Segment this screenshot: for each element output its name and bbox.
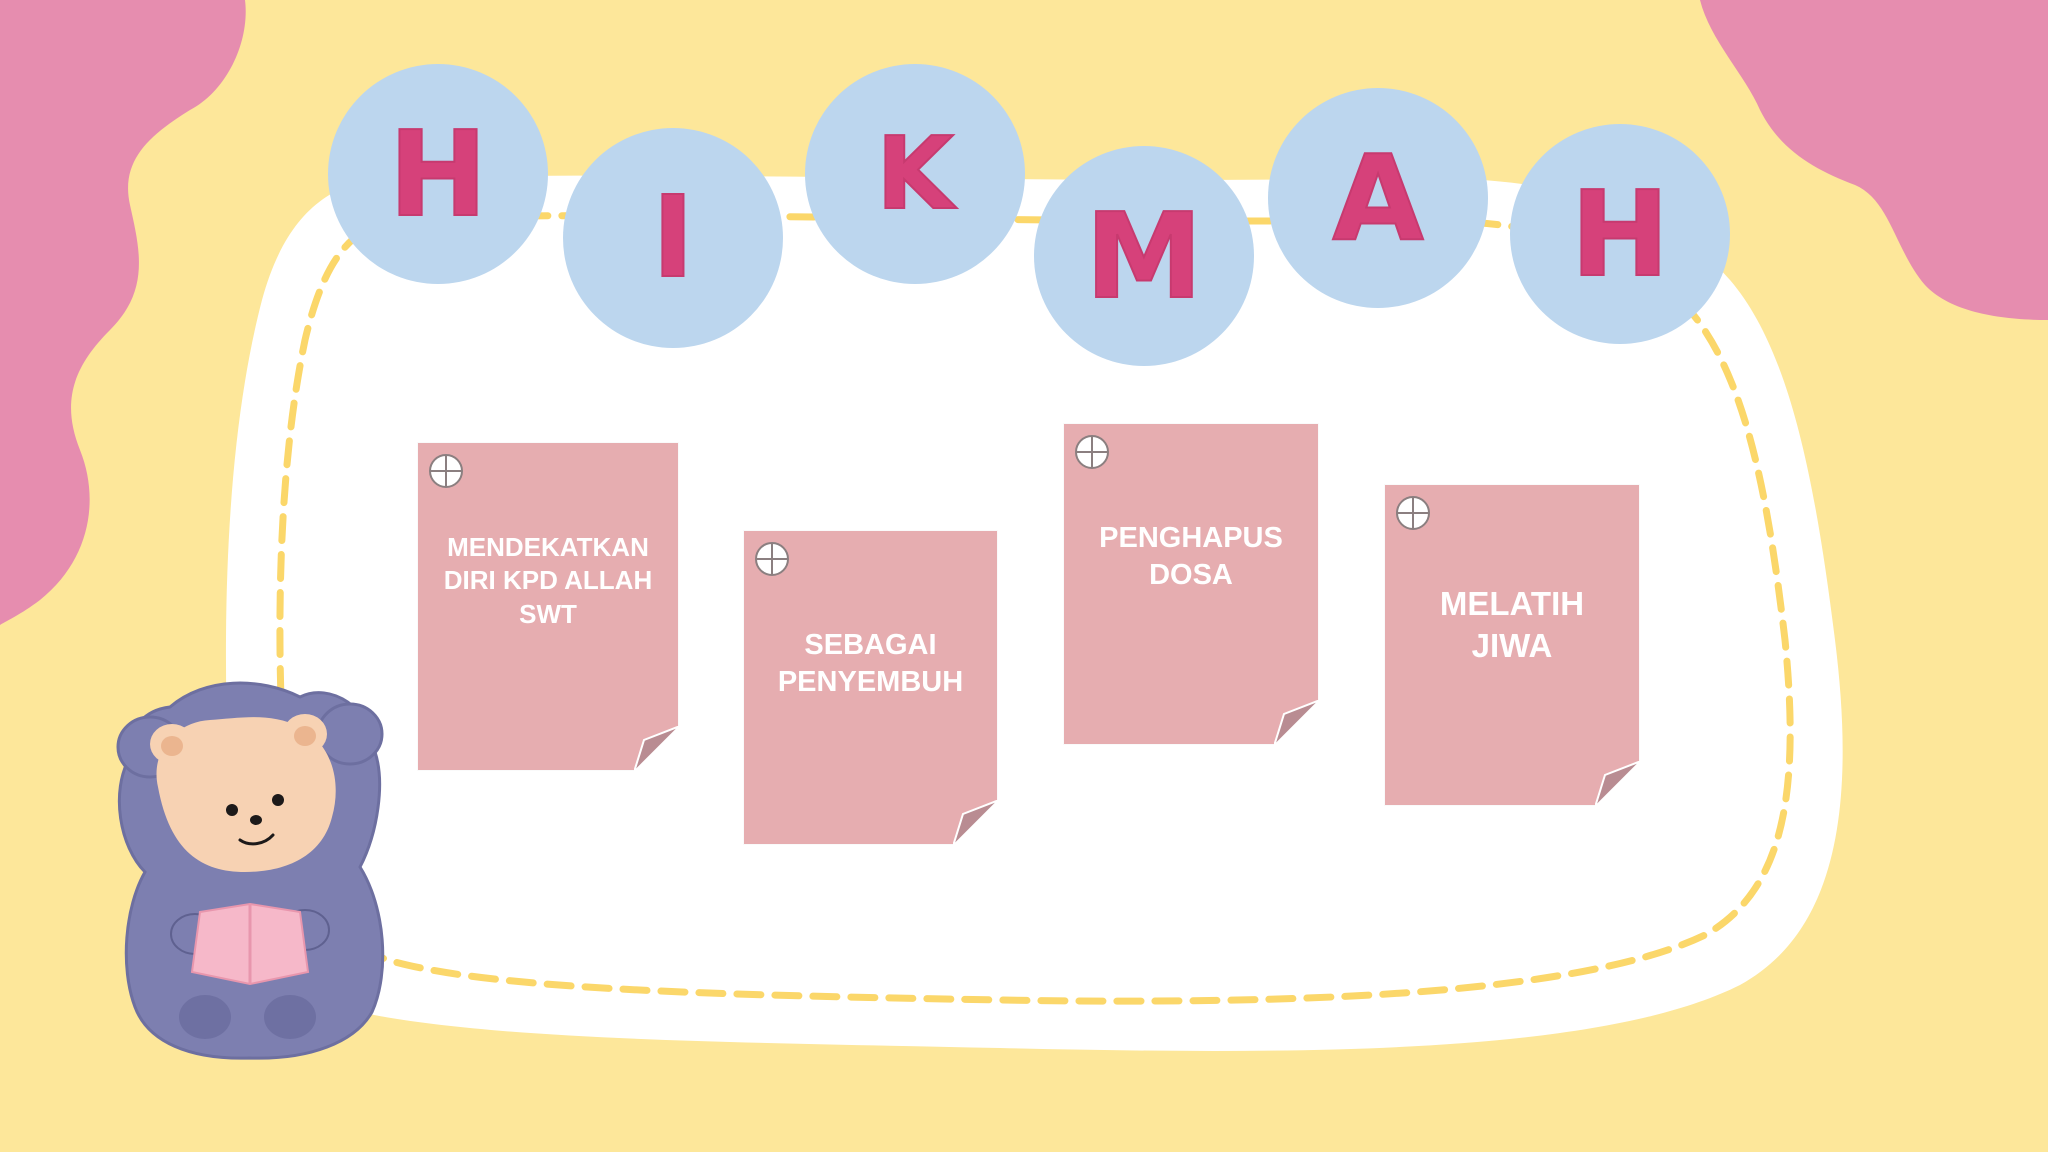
note-text: MELATIH JIWA: [1439, 585, 1585, 665]
title-letter: I: [651, 173, 695, 303]
bear-face: [156, 717, 336, 872]
bear-reading-illustration: [116, 681, 385, 1060]
note-text: PENGHAPUS DOSA: [1099, 522, 1283, 592]
title-letter: K: [875, 115, 954, 232]
pink-blob-left: [0, 0, 246, 625]
title-letter: H: [388, 105, 489, 243]
page-curl-icon: [953, 800, 999, 846]
page-curl-icon: [1274, 700, 1320, 746]
title-bubble: A: [1268, 88, 1488, 308]
title-letter: H: [1570, 165, 1671, 303]
pink-blob-right: [1700, 0, 2048, 320]
note-text: SEBAGAI PENYEMBUH: [777, 629, 964, 699]
pushpin-icon: [755, 542, 789, 576]
title-bubble: H: [328, 64, 548, 284]
pushpin-icon: [429, 454, 463, 488]
page-curl-icon: [634, 726, 680, 772]
title-bubble: M: [1034, 146, 1254, 366]
sticky-note-1: MENDEKATKAN DIRI KPD ALLAH SWT: [418, 443, 680, 772]
pushpin-icon: [1396, 496, 1430, 530]
pushpin-icon: [1075, 435, 1109, 469]
title-bubble: I: [563, 128, 783, 348]
title-letter: M: [1084, 187, 1203, 325]
page-curl-icon: [1595, 761, 1641, 807]
white-board: [225, 175, 1843, 1051]
title-letter: A: [1331, 129, 1424, 267]
title-bubble: K: [805, 64, 1025, 284]
title-bubble: H: [1510, 124, 1730, 344]
sticky-note-4: MELATIH JIWA: [1385, 485, 1641, 807]
note-text: MENDEKATKAN DIRI KPD ALLAH SWT: [443, 532, 653, 629]
sticky-note-3: PENGHAPUS DOSA: [1064, 424, 1320, 746]
sticky-note-2: SEBAGAI PENYEMBUH: [744, 531, 999, 846]
